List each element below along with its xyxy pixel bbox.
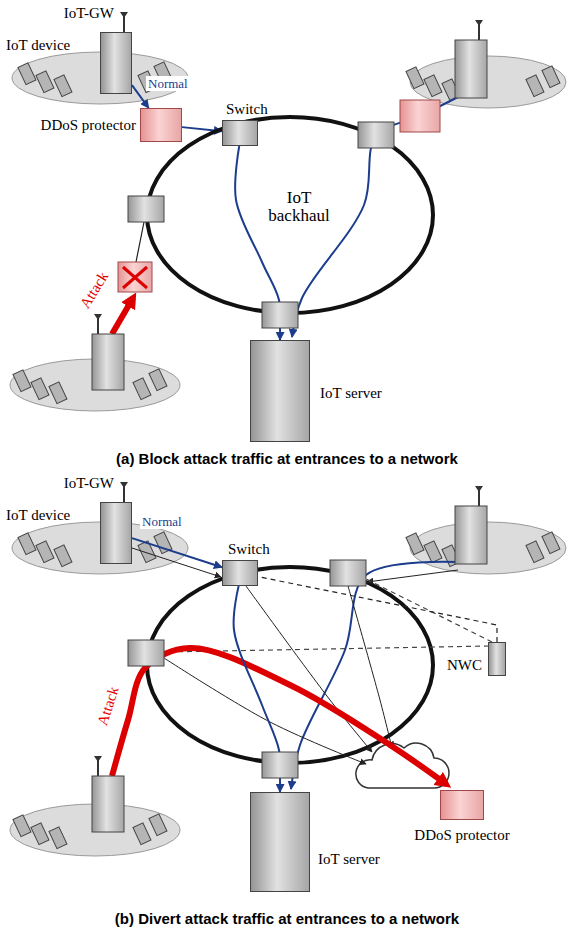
control-arrow — [367, 570, 458, 582]
switch-box — [128, 196, 164, 222]
antenna — [475, 486, 483, 492]
iot-device — [442, 545, 460, 567]
iot-device — [542, 66, 560, 88]
antenna — [94, 314, 102, 320]
gateway-box — [92, 776, 124, 832]
device-label: IoT device — [6, 506, 70, 524]
ddos-protector-box — [400, 100, 440, 132]
node-label: IoT-GW — [64, 474, 114, 492]
switch-box: Switch — [222, 560, 258, 586]
antenna — [120, 482, 128, 488]
antenna — [475, 20, 483, 26]
gateway-box — [455, 506, 487, 564]
link-line — [136, 222, 144, 262]
attack-arrow — [112, 648, 446, 784]
node-label: NWC — [447, 656, 482, 674]
switch-box — [330, 560, 366, 586]
iot-device — [36, 541, 54, 563]
flow-label: Normal — [140, 514, 184, 529]
node-label: DDoS protector — [414, 826, 509, 844]
backhaul-ring: IoT backhaul — [145, 115, 435, 315]
device-area — [10, 359, 180, 411]
iot-device — [31, 378, 49, 400]
antenna — [120, 12, 128, 18]
antenna — [97, 760, 99, 776]
iot-device — [133, 823, 151, 845]
iot-device — [18, 533, 36, 555]
iot-device — [424, 75, 442, 97]
iot-device — [406, 67, 424, 89]
ring-outline — [147, 117, 433, 313]
switch-box — [358, 122, 394, 148]
iot-device — [49, 382, 67, 404]
iot-device — [149, 369, 167, 391]
node-label: IoT server — [318, 850, 380, 868]
node-label: IoT server — [320, 384, 382, 402]
node-label: IoT backhaul — [259, 189, 339, 225]
control-line — [258, 577, 497, 642]
antenna — [478, 24, 480, 40]
control-line — [366, 579, 492, 642]
iot-device — [526, 541, 544, 563]
gateway-box: IoT-GW — [100, 32, 132, 94]
iot-device — [406, 533, 424, 555]
figure-caption: (a) Block attack traffic at entrances to… — [116, 450, 458, 468]
server-box: IoT server — [250, 340, 310, 442]
iot-device — [13, 370, 31, 392]
antenna — [94, 756, 102, 762]
switch-box — [262, 752, 298, 778]
device-area — [410, 522, 566, 574]
block-mark — [123, 267, 147, 288]
iot-device — [31, 823, 49, 845]
device-label: IoT device — [6, 36, 70, 54]
ddos-protector-box: DDoS protector — [140, 108, 182, 142]
node-label: Switch — [228, 540, 270, 558]
iot-device — [424, 541, 442, 563]
gateway-box — [92, 334, 124, 390]
normal-flow — [234, 586, 281, 792]
iot-device — [542, 532, 560, 554]
antenna — [97, 318, 99, 334]
iot-device — [49, 827, 67, 849]
illustration — [10, 12, 566, 856]
switch-box — [262, 302, 298, 328]
iot-device — [54, 75, 72, 97]
node-label: Switch — [226, 100, 268, 118]
switch-box: Switch — [222, 120, 258, 146]
server-box: IoT server — [250, 792, 310, 892]
block-mark — [123, 267, 147, 288]
iot-device — [36, 71, 54, 93]
iot-device — [526, 75, 544, 97]
node-label: DDoS protector — [41, 116, 136, 134]
redirect-arrow — [246, 586, 372, 752]
antenna — [123, 486, 125, 502]
gateway-box: IoT-GW — [100, 502, 132, 564]
device-area — [410, 56, 566, 108]
flow-label: Normal — [146, 76, 190, 91]
iot-device — [133, 378, 151, 400]
antenna — [478, 490, 480, 506]
device-area — [10, 804, 180, 856]
attack-arrow — [112, 298, 133, 334]
attack-label: Attack — [93, 684, 122, 728]
iot-device — [13, 815, 31, 837]
normal-flow — [291, 562, 458, 789]
iot-device — [149, 814, 167, 836]
antenna — [123, 16, 125, 32]
iot-device — [54, 545, 72, 567]
ddos-protector-box: DDoS protector — [440, 790, 484, 820]
controller-box: NWC — [488, 642, 506, 676]
attack-label: Attack — [76, 268, 112, 311]
iot-device — [18, 63, 36, 85]
node-label: IoT-GW — [64, 4, 114, 22]
gateway-box — [455, 40, 487, 98]
figure-caption: (b) Divert attack traffic at entrances t… — [115, 910, 459, 928]
backhaul-ring — [147, 567, 433, 763]
switch-box — [128, 640, 164, 666]
normal-flow — [132, 538, 222, 567]
ddos-protector-box — [118, 262, 152, 292]
